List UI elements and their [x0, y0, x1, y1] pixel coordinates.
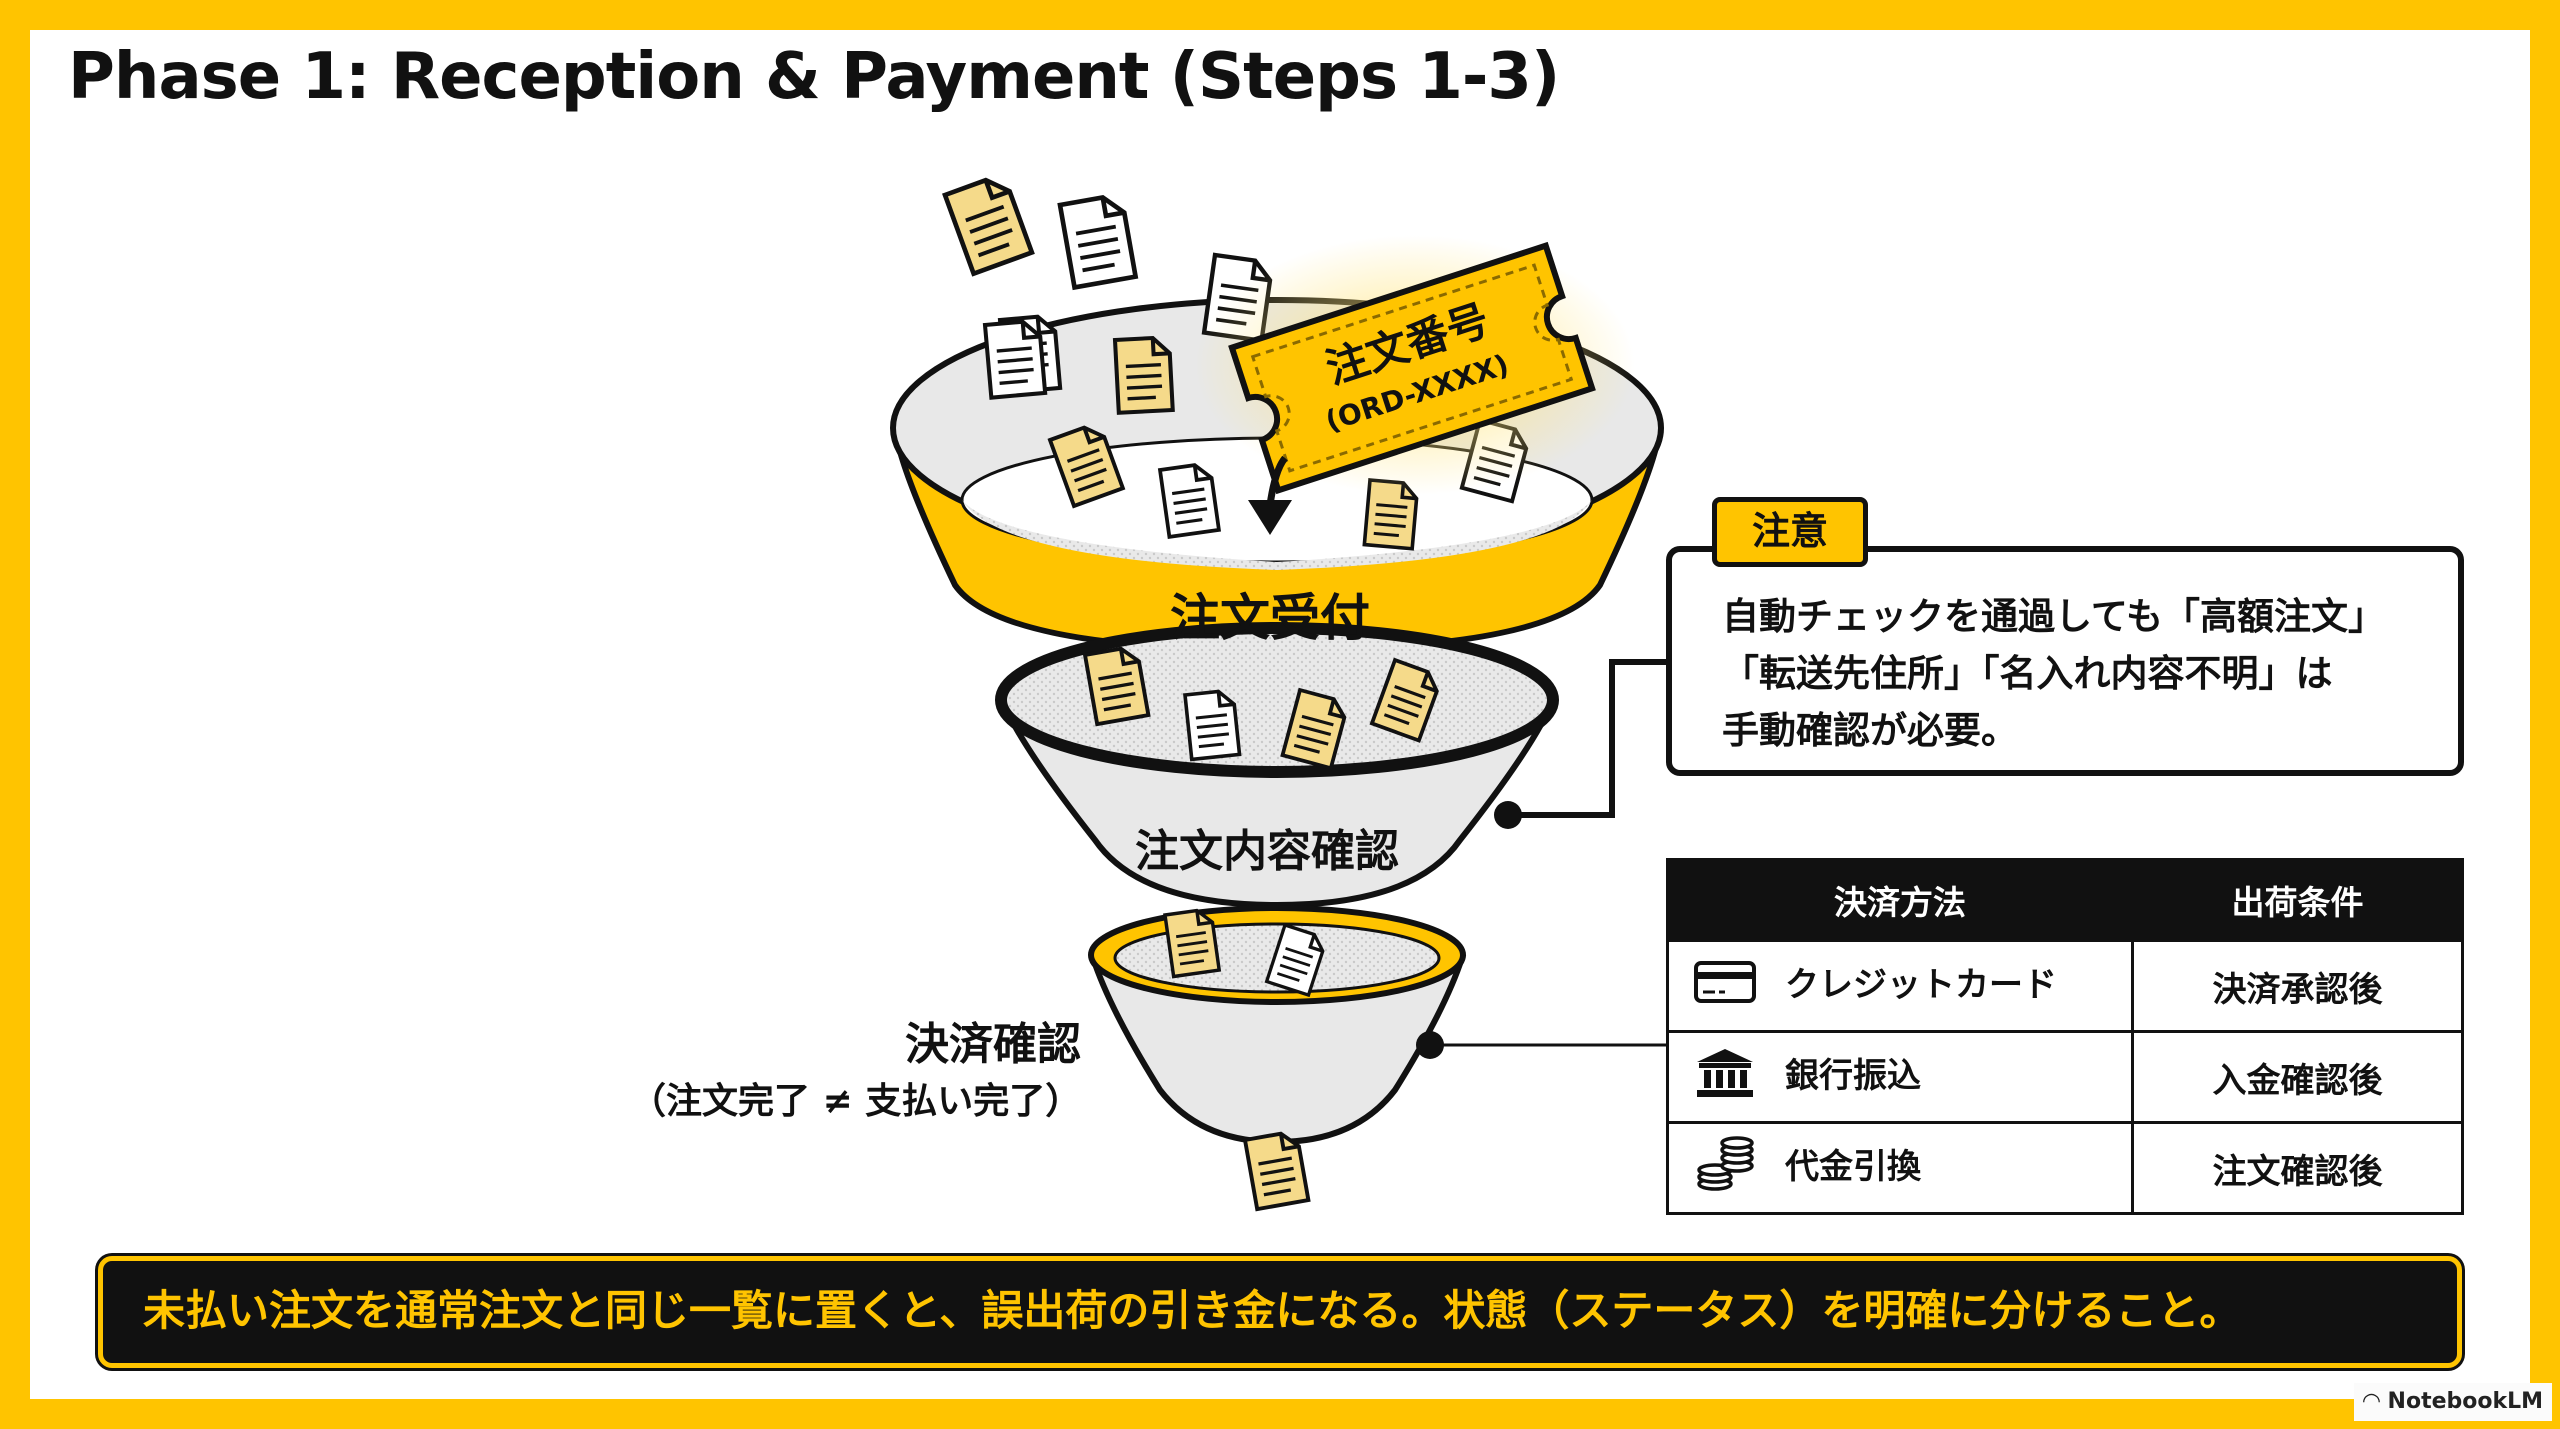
method-label: 銀行振込: [1785, 1055, 1921, 1096]
brand-label: NotebookLM: [2387, 1389, 2544, 1414]
method-cell: 銀行振込: [1666, 1030, 2134, 1124]
note-connector-line: [1508, 659, 1668, 818]
stage3-title: 決済確認: [905, 1019, 1081, 1070]
method-cell: 代金引換: [1666, 1121, 2134, 1215]
stage3-subtitle: （注文完了 ≠ 支払い完了）: [630, 1081, 1082, 1122]
bank-icon: [1693, 1046, 1757, 1109]
condition-cell: 注文確認後: [2131, 1121, 2464, 1215]
header-payment-method: 決済方法: [1666, 858, 2134, 942]
table-row: 銀行振込 入金確認後: [1666, 1030, 2464, 1124]
order-number-ticket: [1228, 241, 1596, 495]
credit-card-icon: [1693, 958, 1757, 1015]
table-row: 代金引換 注文確認後: [1666, 1121, 2464, 1215]
payment-table: 決済方法 出荷条件 クレジットカード 決済承認後 銀行振込 入金確認後 代金引換…: [1666, 858, 2464, 1215]
caution-tag: 注意: [1712, 497, 1868, 567]
coins-icon: [1693, 1135, 1757, 1201]
table-row: クレジットカード 決済承認後: [1666, 939, 2464, 1033]
condition-cell: 入金確認後: [2131, 1030, 2464, 1124]
note-line-2: 「転送先住所」「名入れ内容不明」は: [1722, 652, 2333, 695]
stage2-label: 注文内容確認: [1135, 826, 1399, 877]
method-label: クレジットカード: [1785, 965, 2057, 1005]
header-shipping-condition: 出荷条件: [2131, 858, 2464, 942]
note-line-1: 自動チェックを通過しても「高額注文」: [1722, 595, 2386, 638]
notebook-icon: ◠: [2362, 1389, 2388, 1414]
stage1-label: 注文受付: [1170, 589, 1370, 647]
warning-banner: 未払い注文を通常注文と同じ一覧に置くと、誤出荷の引き金になる。状態（ステータス）…: [98, 1256, 2462, 1368]
method-label: 代金引換: [1785, 1146, 1921, 1187]
brand-badge: ◠ NotebookLM: [2354, 1383, 2552, 1421]
condition-cell: 決済承認後: [2131, 939, 2464, 1033]
page-title: Phase 1: Reception & Payment (Steps 1-3): [68, 40, 1560, 114]
caution-note: 自動チェックを通過しても「高額注文」 「転送先住所」「名入れ内容不明」は 手動確…: [1666, 546, 2464, 776]
arrow-down-icon: [1248, 500, 1292, 535]
table-header-row: 決済方法 出荷条件: [1666, 858, 2464, 942]
note-line-3: 手動確認が必要。: [1722, 709, 2018, 752]
method-cell: クレジットカード: [1666, 939, 2134, 1033]
